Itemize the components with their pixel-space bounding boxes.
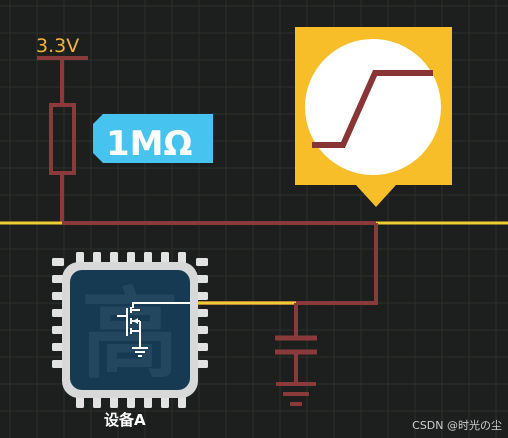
chip-pin bbox=[127, 252, 135, 264]
chip-pin bbox=[178, 252, 186, 264]
chip-pin bbox=[161, 396, 169, 408]
chip-watermark-char: 高 bbox=[81, 278, 179, 392]
mosfet-symbol bbox=[117, 302, 190, 357]
footer-credit: CSDN @时光の尘 bbox=[412, 418, 502, 432]
resistor-value-badge bbox=[93, 114, 213, 163]
chip-pin bbox=[93, 252, 101, 264]
chip-pin bbox=[196, 292, 208, 300]
signal-drop-wire bbox=[198, 223, 378, 305]
chip-pin bbox=[127, 396, 135, 408]
resistor-value-label: 1MΩ bbox=[106, 124, 192, 164]
chip-pin bbox=[52, 292, 64, 300]
device-a-chip: 高 bbox=[52, 252, 208, 408]
chip-pin bbox=[196, 309, 208, 317]
chip-pin bbox=[52, 258, 64, 266]
chip-pin bbox=[52, 309, 64, 317]
chip-pin bbox=[144, 252, 152, 264]
chip-pin bbox=[52, 343, 64, 351]
chip-pin bbox=[161, 252, 169, 264]
waveform-callout bbox=[295, 27, 452, 207]
chip-pin bbox=[52, 326, 64, 334]
chip-pin bbox=[196, 275, 208, 283]
chip-pin bbox=[76, 252, 84, 264]
chip-pin bbox=[110, 252, 118, 264]
chip-pin bbox=[196, 258, 208, 266]
chip-pin bbox=[196, 343, 208, 351]
rising-edge-trace bbox=[312, 70, 433, 148]
mosfet-arrow-icon bbox=[133, 318, 138, 324]
waveform-display bbox=[305, 39, 441, 175]
chip-pin bbox=[196, 326, 208, 334]
chip-pin bbox=[76, 396, 84, 408]
chip-pin bbox=[144, 396, 152, 408]
chip-pin bbox=[178, 396, 186, 408]
chip-name-label: 设备A bbox=[104, 411, 146, 429]
chip-pins bbox=[52, 252, 208, 408]
supply-label: 3.3V bbox=[36, 35, 79, 57]
chip-pin bbox=[196, 360, 208, 368]
chip-pin bbox=[52, 360, 64, 368]
chip-pin bbox=[52, 275, 64, 283]
chip-pin bbox=[93, 396, 101, 408]
pullup-resistor bbox=[49, 103, 76, 175]
chip-pin bbox=[110, 396, 118, 408]
